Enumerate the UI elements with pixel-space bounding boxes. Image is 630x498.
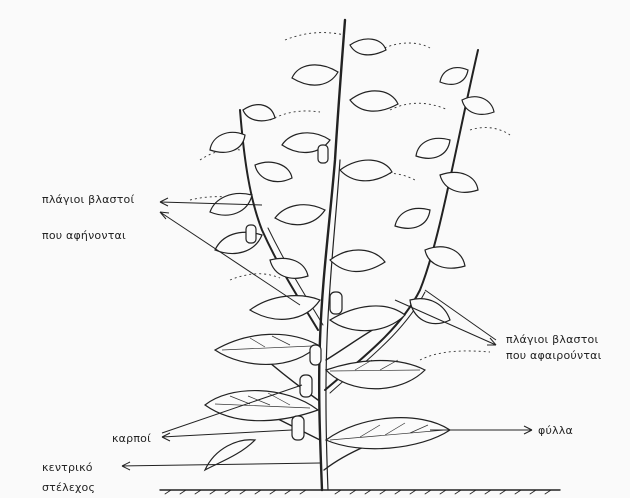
label-lateral-removed-1: πλάγιοι βλαστοι [506,333,598,346]
leaves-group [205,39,494,470]
label-fruits: καρποί [112,432,151,445]
label-main-stem-2: στέλεχος [42,481,95,494]
ground-line [160,490,560,494]
label-lateral-removed-2: που αφαιρούνται [506,349,602,362]
label-lateral-kept-2: που αφήνονται [42,229,126,242]
label-lateral-kept-1: πλάγιοι βλαστοί [42,193,134,206]
label-main-stem-1: κεντρικό [42,461,93,474]
label-leaves: φύλλα [538,424,573,437]
